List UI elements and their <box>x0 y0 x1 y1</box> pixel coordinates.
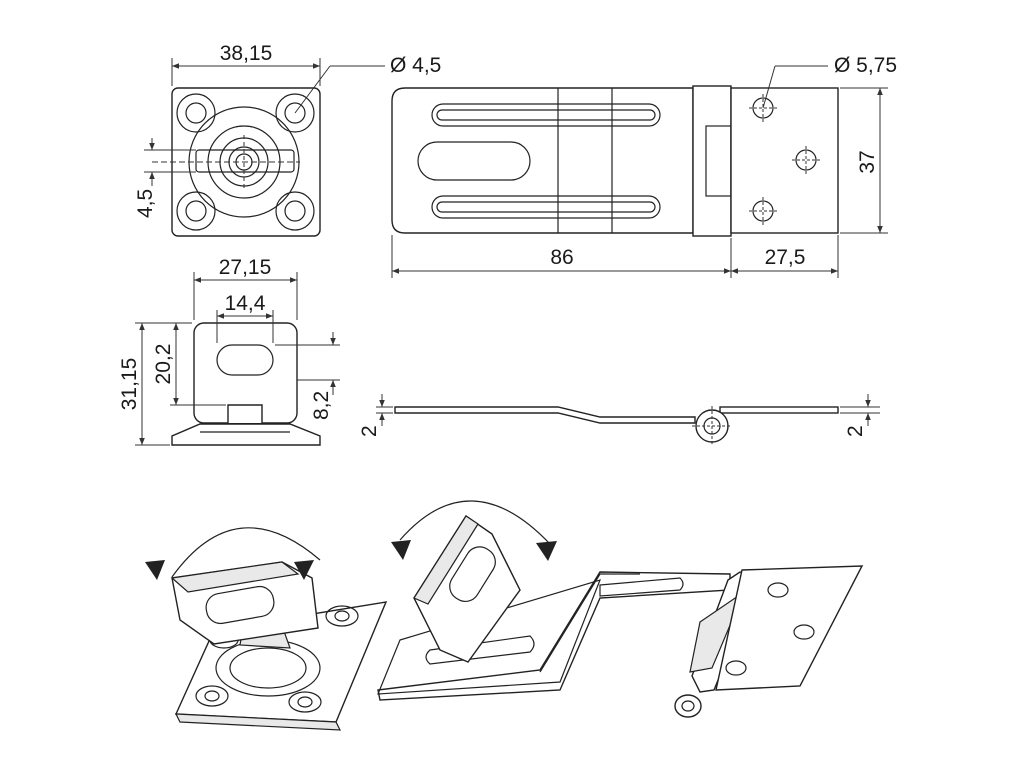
rotate-left-arrow-icon <box>391 540 411 560</box>
hinge-hole-icon <box>793 624 815 640</box>
hasp-side-view: 2 2 <box>358 394 880 446</box>
corner-hole-icon <box>288 691 322 713</box>
rotate-left-arrow-icon <box>145 560 165 580</box>
hinge-hole-icon <box>749 197 777 225</box>
rotate-right-arrow-icon <box>536 541 557 561</box>
staple-isometric-view <box>145 527 388 731</box>
hasp-top-view: Ø 5,75 37 86 27,5 <box>391 54 897 278</box>
dim-staple-slot-width: 14,4 <box>225 292 266 315</box>
hasp-isometric-view <box>377 500 864 718</box>
hinge-hole-icon <box>792 146 820 174</box>
corner-hole-icon <box>176 93 216 133</box>
staple-side-view: 27,15 14,4 31,15 20,2 8,2 <box>118 256 340 446</box>
staple-plate-top-view: 38,15 Ø 4,5 4,5 <box>134 42 441 237</box>
corner-hole-icon <box>176 191 216 231</box>
dim-thickness-left: 2 <box>358 425 381 437</box>
dim-top-plate-width: 38,15 <box>220 42 273 65</box>
rotate-right-arrow-icon <box>294 560 314 580</box>
dim-staple-slot-height: 8,2 <box>310 391 333 420</box>
dim-hasp-height: 37 <box>856 150 879 173</box>
corner-hole-icon <box>325 605 359 627</box>
dim-slot-offset: 4,5 <box>134 189 157 218</box>
dim-hasp-length: 86 <box>550 246 573 269</box>
corner-hole-icon <box>275 191 315 231</box>
dim-small-hole: Ø 4,5 <box>390 54 441 77</box>
corner-hole-icon <box>275 93 315 133</box>
dim-thickness-right: 2 <box>844 425 867 437</box>
dim-hinge-leaf-length: 27,5 <box>765 246 806 269</box>
hinge-hole-icon <box>725 660 747 676</box>
dim-staple-total-height: 31,15 <box>118 358 141 411</box>
dim-large-hole: Ø 5,75 <box>834 54 897 77</box>
hinge-hole-icon <box>767 582 789 598</box>
corner-hole-icon <box>195 685 229 707</box>
dim-staple-loop-height: 20,2 <box>152 344 175 385</box>
dim-staple-base-width: 27,15 <box>219 256 272 279</box>
hinge-hole-icon <box>749 94 777 122</box>
